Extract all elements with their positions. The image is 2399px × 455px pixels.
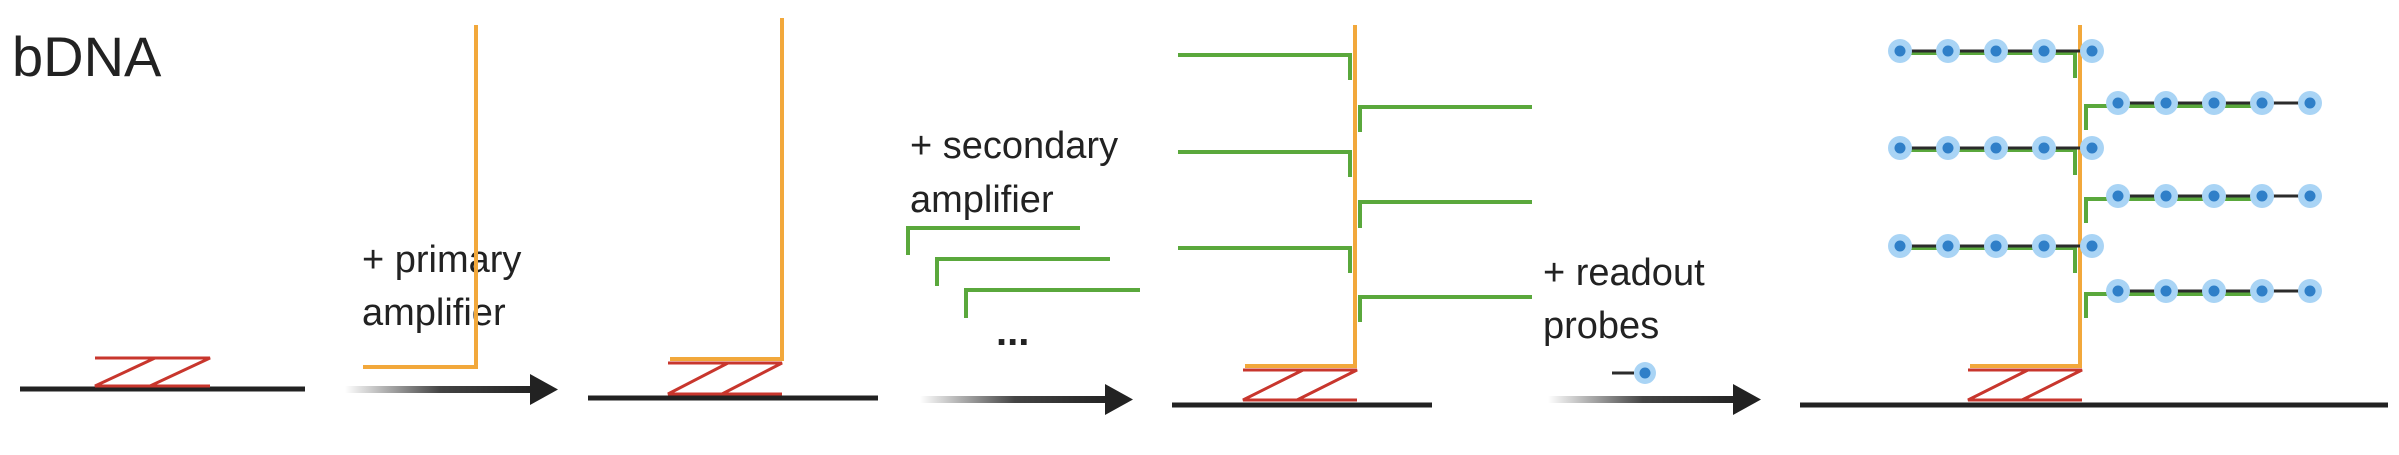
readout-probe-icon xyxy=(2298,279,2322,303)
readout-probe-icon xyxy=(2032,234,2056,258)
readout-probe-icon xyxy=(2080,39,2104,63)
readout-probe-icon xyxy=(2298,91,2322,115)
readout-probe-icon xyxy=(2250,91,2274,115)
stage-1-target xyxy=(20,356,305,392)
readout-probe-icon xyxy=(2080,136,2104,160)
readout-probe-icon xyxy=(1888,39,1912,63)
readout-probe-icon xyxy=(2202,91,2226,115)
readout-probe-icon xyxy=(2250,184,2274,208)
readout-probe-icon xyxy=(1612,362,1656,384)
readout-probe-icon xyxy=(1936,136,1960,160)
z-probe-pair xyxy=(1967,368,2083,402)
readout-probe-icon xyxy=(1984,136,2008,160)
secondary-amplifiers-bound xyxy=(1178,53,1532,322)
label-readout-line1: + readout xyxy=(1543,252,1705,294)
readout-probe-icon xyxy=(2106,279,2130,303)
gradient-arrow-icon xyxy=(345,374,558,405)
gradient-arrow-icon xyxy=(1548,384,1761,415)
label-readout-line2: probes xyxy=(1543,305,1659,347)
readout-probe-icon xyxy=(1984,39,2008,63)
readout-probe-icon xyxy=(2202,184,2226,208)
readout-probe-icon xyxy=(1984,234,2008,258)
readout-probe-icon xyxy=(2250,279,2274,303)
readout-probe-icon xyxy=(2032,39,2056,63)
primary-amplifier xyxy=(1970,25,2082,368)
readout-probe-icon xyxy=(2154,279,2178,303)
primary-amplifier xyxy=(363,25,478,369)
gradient-arrow-icon xyxy=(920,384,1133,415)
label-primary-line1: + primary xyxy=(362,239,521,281)
label-primary-line2: amplifier xyxy=(362,292,506,334)
z-probe-pair xyxy=(94,356,211,388)
readout-probe-icon xyxy=(2154,91,2178,115)
stage-4-readout-bound xyxy=(1800,25,2388,408)
z-probe-pair xyxy=(667,361,783,396)
diagram-title: bDNA xyxy=(12,25,162,88)
primary-amplifier xyxy=(1245,25,1357,368)
readout-probe-icon xyxy=(2106,91,2130,115)
readout-probe-icon xyxy=(2154,184,2178,208)
secondary-amplifiers-loose xyxy=(906,226,1140,318)
ellipsis: ... xyxy=(996,310,1029,354)
readout-probe-rows xyxy=(1888,39,2322,303)
stage-3-secondary-bound xyxy=(1172,25,1532,408)
primary-amplifier xyxy=(670,18,784,361)
readout-probe-icon xyxy=(1888,136,1912,160)
readout-probe-icon xyxy=(2202,279,2226,303)
readout-probe-icon xyxy=(1936,234,1960,258)
label-secondary-line1: + secondary xyxy=(910,125,1118,167)
readout-probe-icon xyxy=(1888,234,1912,258)
z-probe-pair xyxy=(1242,368,1358,402)
stage-2-primary-bound xyxy=(588,18,878,401)
readout-probe-icon xyxy=(2298,184,2322,208)
label-secondary-line2: amplifier xyxy=(910,179,1054,221)
readout-probe-icon xyxy=(2106,184,2130,208)
readout-probe-icon xyxy=(2032,136,2056,160)
readout-probe-icon xyxy=(2080,234,2104,258)
readout-probe-icon xyxy=(1936,39,1960,63)
